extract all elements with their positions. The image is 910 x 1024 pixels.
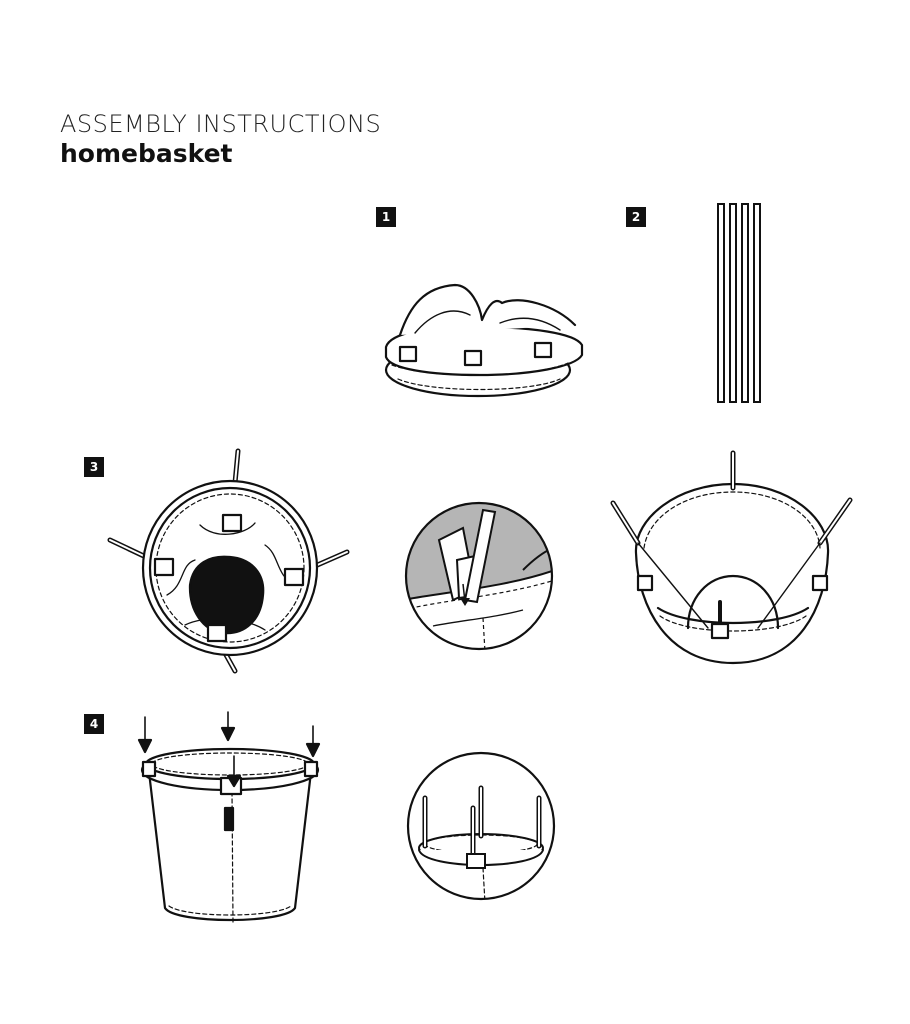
rod-1: [718, 204, 724, 402]
step-2-badge: 2: [626, 207, 646, 227]
step-3-side-view-illustration: [608, 448, 858, 674]
step-1-folded-basket-illustration: [370, 275, 590, 415]
step-3-top-view-illustration: [105, 445, 355, 680]
rod-2: [730, 204, 736, 402]
step-4-detail-illustration: [405, 750, 558, 903]
rod-3: [742, 204, 748, 402]
step-1-badge: 1: [376, 207, 396, 227]
document-header: ASSEMBLY INSTRUCTIONS homebasket: [60, 110, 381, 170]
step-4-badge: 4: [84, 714, 104, 734]
step-4-assembled-basket-illustration: [135, 712, 325, 930]
rod-4: [754, 204, 760, 402]
document-kicker: ASSEMBLY INSTRUCTIONS: [60, 110, 382, 138]
step-3-badge: 3: [84, 457, 104, 477]
step-3-detail-illustration: [403, 500, 555, 652]
product-name: homebasket: [60, 139, 233, 168]
step-2-rods-illustration: [715, 202, 765, 404]
